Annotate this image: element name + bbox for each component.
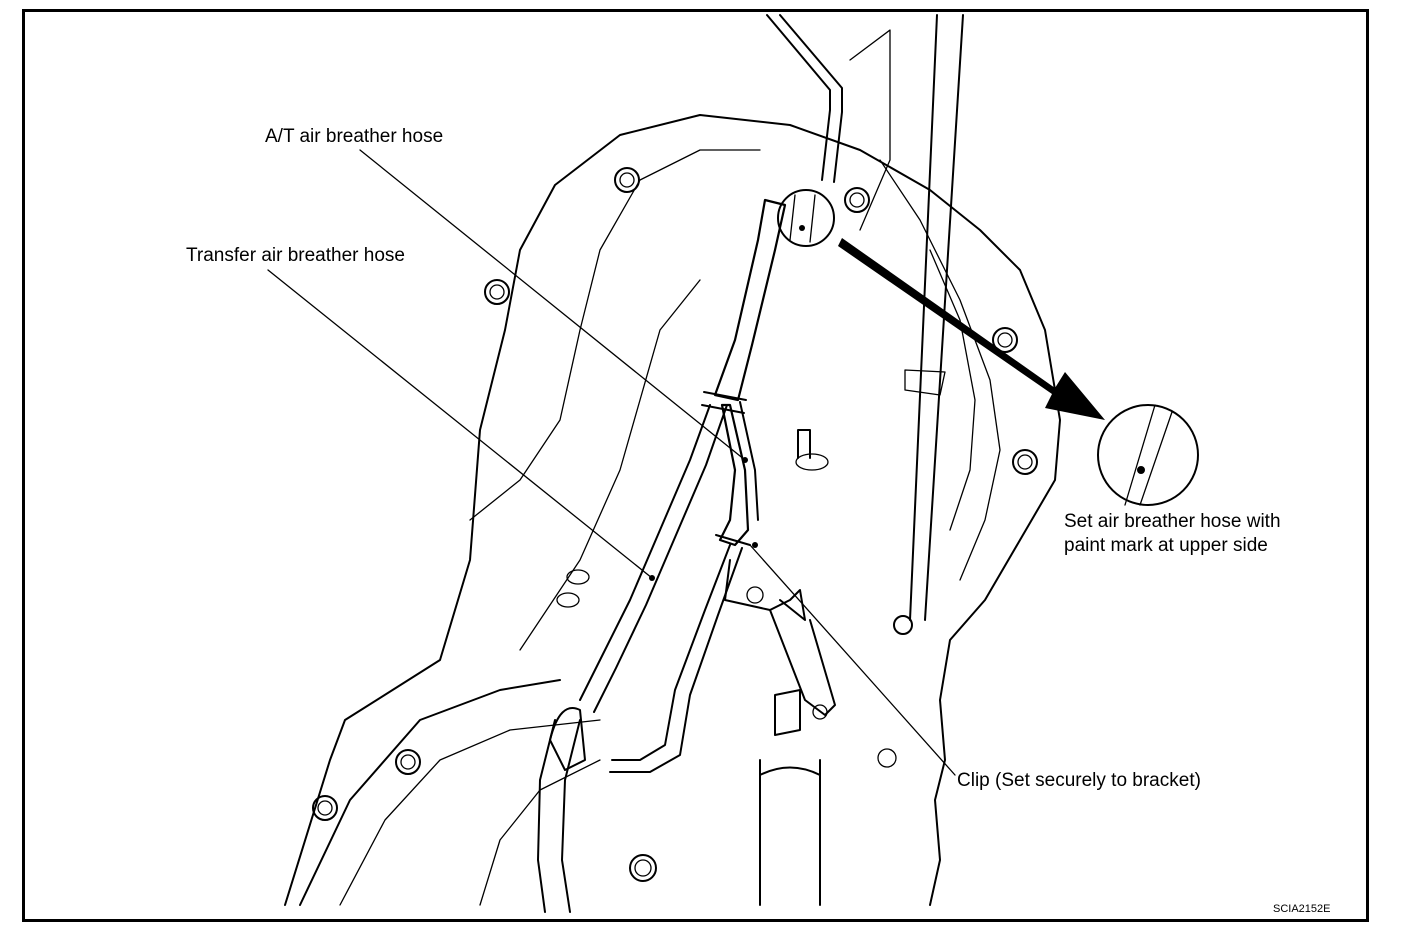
hose-clip-mid: [715, 534, 751, 546]
stud-base: [795, 453, 829, 471]
detail-circle-large: [1097, 404, 1199, 506]
extension-housing-inner: [339, 719, 601, 906]
at-hose-bottom-2: [609, 547, 743, 773]
paint-mark-instruction-line1: Set air breather hose with: [1064, 511, 1281, 532]
housing-inner-contour-2: [519, 279, 701, 651]
clip-dot: [752, 542, 758, 548]
housing-right-flange-2: [929, 249, 976, 531]
figure-code: SCIA2152E: [1273, 903, 1331, 915]
transfer-hose-lower: [537, 719, 556, 913]
housing-inner-contour: [469, 149, 761, 521]
transfer-hose-lower-2: [561, 719, 581, 913]
clip-label: Clip (Set securely to bracket): [957, 770, 1201, 791]
at-hose-lower: [718, 403, 750, 547]
lower-bolt: [877, 748, 897, 768]
rod-clip: [904, 369, 946, 396]
housing-right-flange: [879, 159, 1001, 581]
lower-component: [759, 759, 821, 906]
hose-bracket: [724, 559, 806, 621]
leader-at-hose: [359, 149, 746, 461]
leader-clip: [749, 544, 956, 776]
lower-link: [769, 609, 836, 716]
at-air-breather-hose-label: A/T air breather hose: [265, 126, 444, 147]
leader-transfer-hose: [267, 269, 653, 579]
bolt-stud: [797, 429, 811, 459]
bracket-frame: [849, 29, 891, 231]
bolt-holes: [312, 167, 1038, 882]
transfer-air-breather-hose-label: Transfer air breather hose: [186, 245, 405, 266]
at-hose-routing: [739, 401, 759, 521]
callout-arrow: [838, 238, 1105, 420]
extension-housing-left: [299, 679, 561, 906]
at-air-breather-hose: [713, 198, 787, 402]
detail-large-hose: [1124, 404, 1173, 506]
at-hose-bottom: [611, 544, 731, 761]
extension-housing-lower: [479, 759, 601, 906]
transmission-housing-outline: [284, 114, 1061, 906]
filler-tube: [766, 14, 831, 181]
detail-small-hose: [789, 194, 816, 243]
paint-mark-instruction: Set air breather hose with paint mark at…: [1064, 510, 1281, 558]
link-pivot: [812, 704, 828, 720]
detail-circle-small: [777, 189, 835, 247]
lower-cylinder: [774, 689, 801, 736]
bracket-bolt: [746, 586, 764, 604]
vertical-rod-left: [909, 14, 938, 621]
rod-end-bolt: [893, 615, 913, 635]
transfer-air-breather-hose-2: [593, 404, 728, 713]
hose-loop-clip: [549, 707, 586, 771]
transfer-air-breather-hose: [579, 404, 711, 701]
hose-band-upper: [701, 391, 747, 414]
paint-mark-instruction-line2: paint mark at upper side: [1064, 535, 1268, 556]
figure-frame: [22, 9, 1369, 922]
filler-tube-2: [779, 14, 843, 183]
